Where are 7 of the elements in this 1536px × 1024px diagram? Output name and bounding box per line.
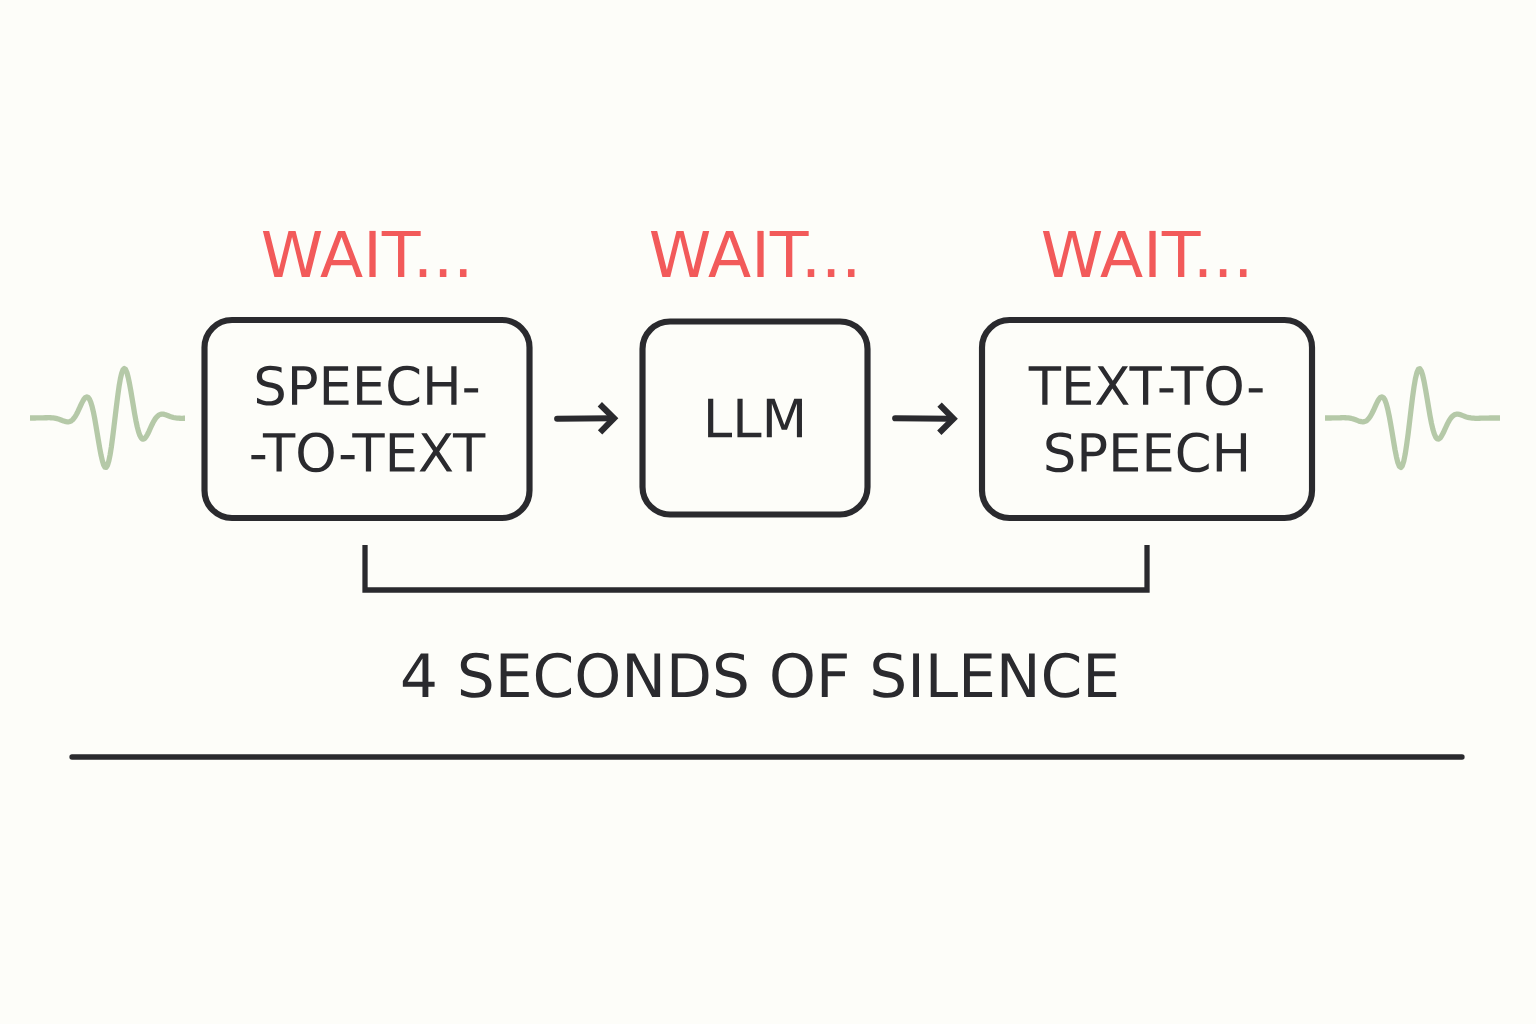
process-box: SPEECH- -TO-TEXT (201, 316, 533, 522)
wait-label: WAIT... (1042, 230, 1247, 277)
wait-label: WAIT... (650, 230, 855, 277)
process-box: TEXT-TO- SPEECH (978, 316, 1316, 522)
wait-label: WAIT... (262, 230, 467, 277)
process-box: LLM (639, 318, 871, 518)
caption-text: 4 SECONDS OF SILENCE (402, 652, 1117, 698)
